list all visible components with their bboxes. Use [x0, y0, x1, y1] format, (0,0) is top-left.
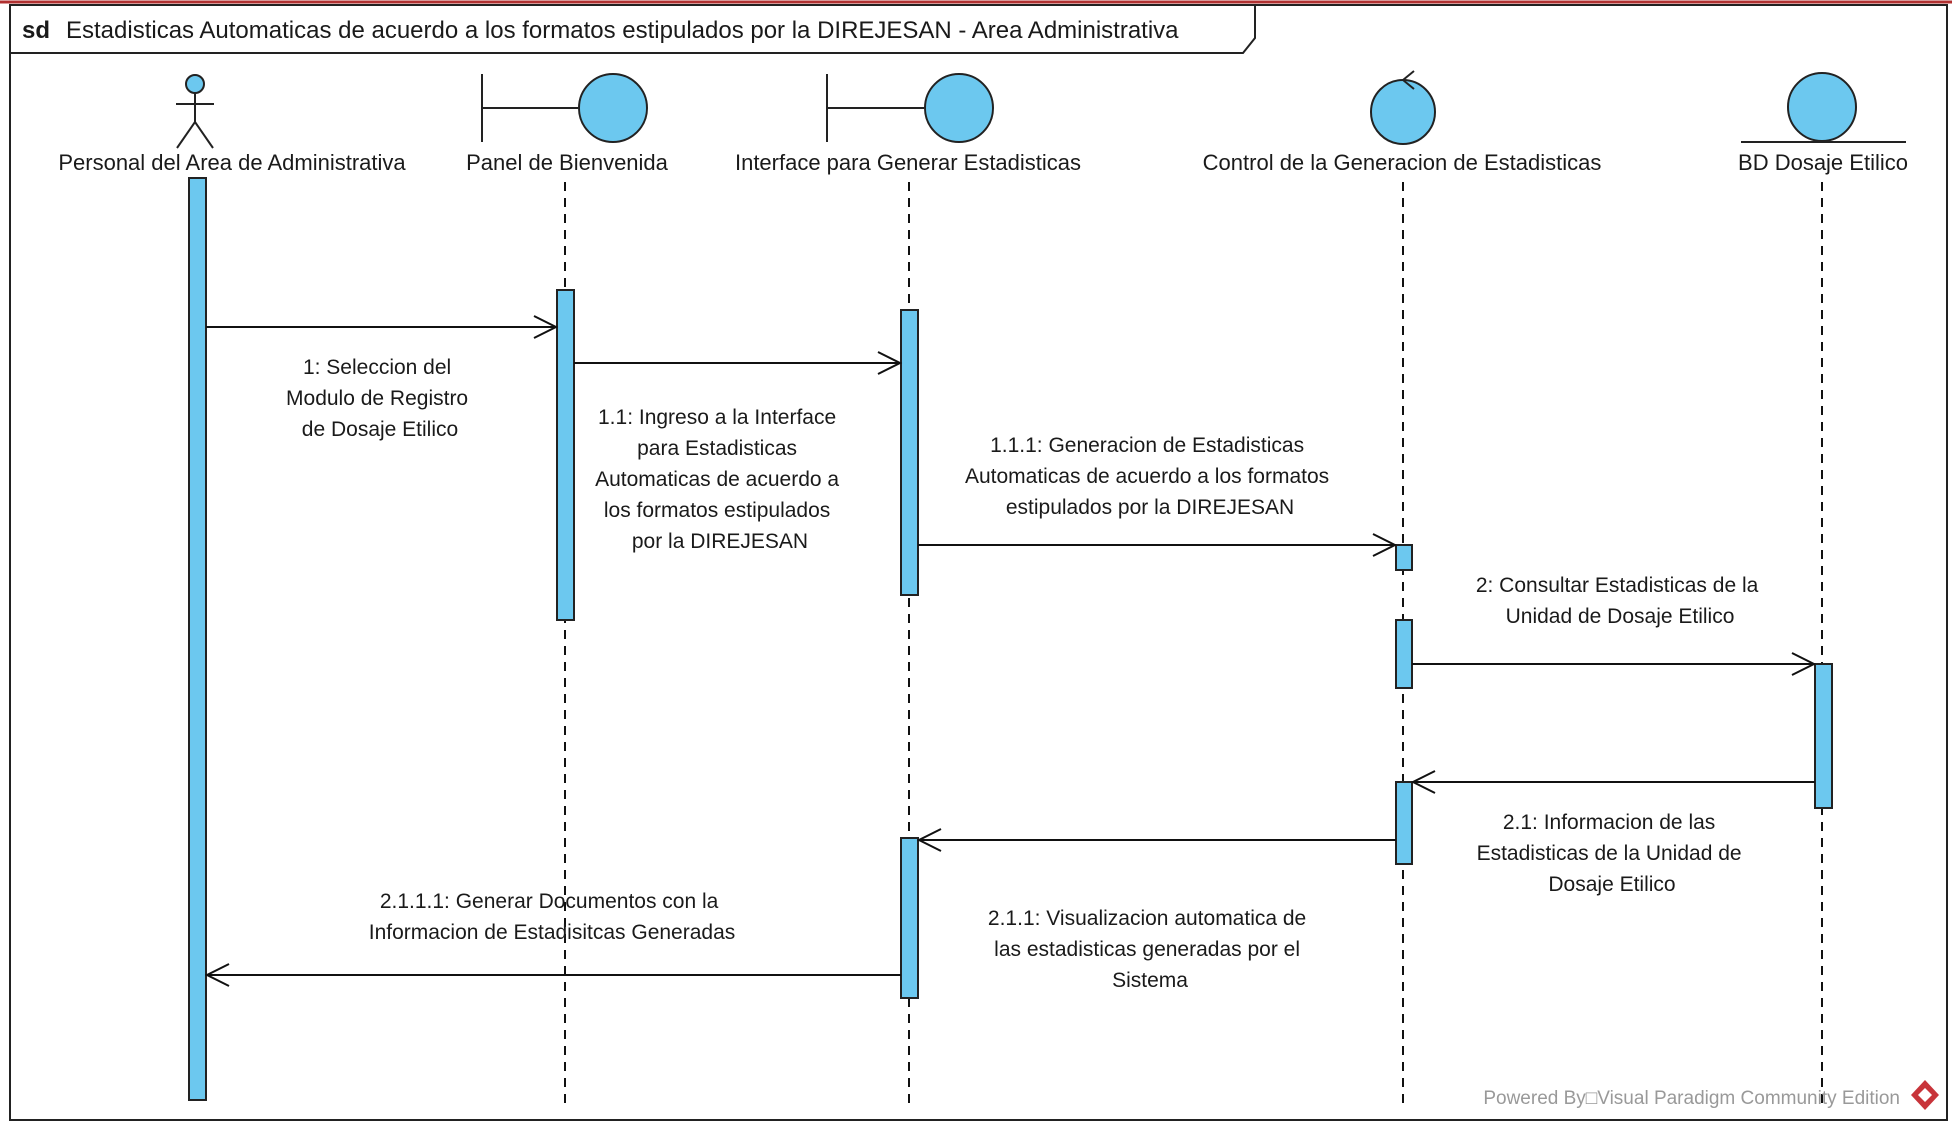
- activation-interface-1: [900, 309, 919, 596]
- activation-control-3: [1395, 781, 1413, 865]
- lifeline-label-bd: BD Dosaje Etilico: [1738, 150, 1908, 175]
- title-tab: [10, 4, 1256, 54]
- activation-panel: [556, 289, 575, 621]
- message-2-1-1-label: 2.1.1: Visualizacion automatica de las e…: [988, 907, 1312, 992]
- activation-actor: [188, 177, 207, 1101]
- control-icon: [1370, 70, 1436, 145]
- lifeline-label-control: Control de la Generacion de Estadisticas: [1203, 150, 1602, 175]
- message-2-label: 2: Consultar Estadisticas de la Unidad d…: [1476, 574, 1764, 628]
- diagram-kind-label: sd: [22, 17, 50, 44]
- message-1-label: 1: Seleccion del Modulo de Registro de D…: [286, 356, 474, 441]
- activation-interface-2: [900, 837, 919, 999]
- message-2-1-1-1-label: 2.1.1.1: Generar Documentos con la Infor…: [369, 890, 736, 944]
- footer-credit: Powered By□Visual Paradigm Community Edi…: [1483, 1088, 1900, 1109]
- message-2-1-1-1: 2.1.1.1: Generar Documentos con la Infor…: [204, 890, 901, 987]
- activation-bd: [1814, 663, 1833, 809]
- activation-control-1: [1395, 544, 1413, 571]
- entity-icon: [1741, 72, 1906, 143]
- message-1: 1: Seleccion del Modulo de Registro de D…: [206, 315, 559, 441]
- activation-control-2: [1395, 619, 1413, 689]
- diagram-title: Estadisticas Automaticas de acuerdo a lo…: [66, 17, 1179, 44]
- boundary-icon: [481, 73, 648, 143]
- visual-paradigm-logo-icon: [1911, 1080, 1939, 1110]
- message-2-1-label: 2.1: Informacion de las Estadisticas de …: [1477, 811, 1748, 896]
- boundary-icon: [826, 73, 994, 143]
- message-1-1-label: 1.1: Ingreso a la Interface para Estadis…: [595, 406, 845, 553]
- message-2-1-1: 2.1.1: Visualizacion automatica de las e…: [916, 828, 1396, 992]
- actor-icon: [176, 74, 214, 149]
- message-2-1: 2.1: Informacion de las Estadisticas de …: [1410, 770, 1815, 896]
- message-1-1: 1.1: Ingreso a la Interface para Estadis…: [574, 351, 903, 553]
- message-2: 2: Consultar Estadisticas de la Unidad d…: [1412, 574, 1817, 676]
- lifeline-label-panel: Panel de Bienvenida: [466, 150, 669, 175]
- lifeline-label-interface: Interface para Generar Estadisticas: [735, 150, 1081, 175]
- message-1-1-1-label: 1.1.1: Generacion de Estadisticas Automa…: [965, 434, 1335, 519]
- lifeline-label-actor: Personal del Area de Administrativa: [58, 150, 406, 175]
- message-1-1-1: 1.1.1: Generacion de Estadisticas Automa…: [918, 434, 1398, 557]
